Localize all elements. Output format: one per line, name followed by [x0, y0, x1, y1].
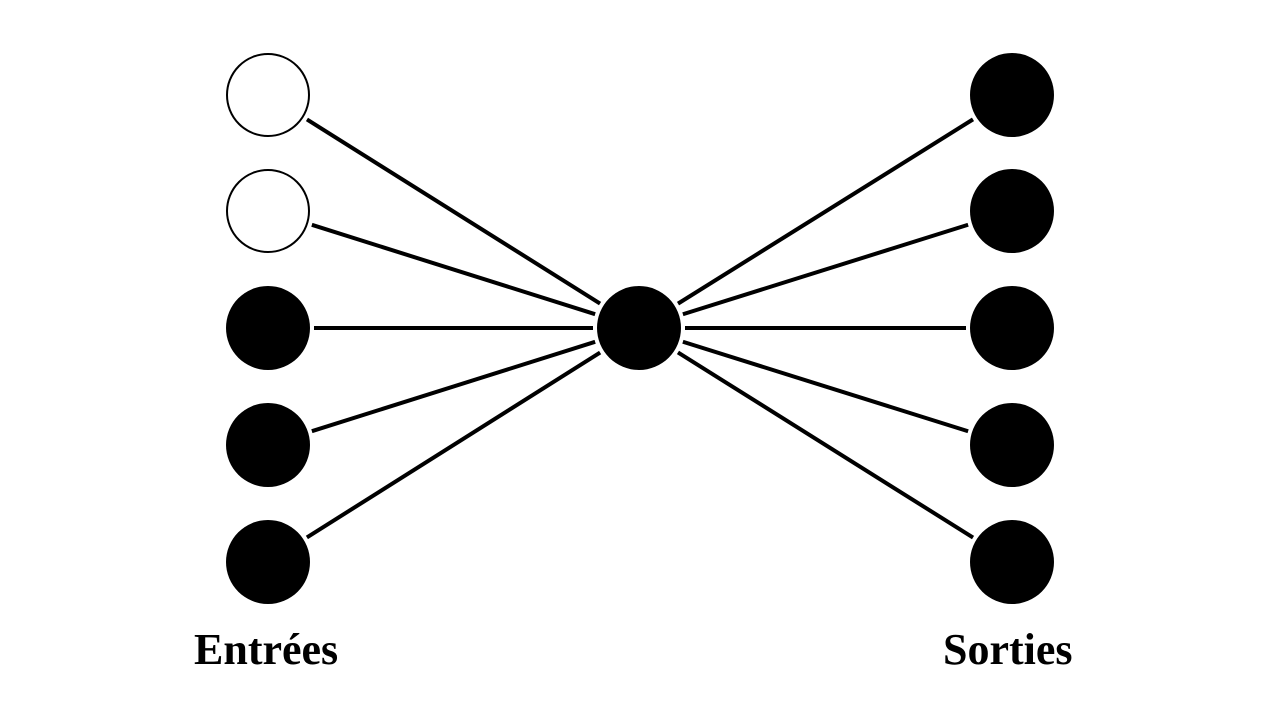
- edge-input-2-to-hidden: [311, 222, 596, 317]
- input-4-node: [226, 403, 310, 487]
- edge-hidden-to-output-4: [682, 339, 969, 434]
- inputs-label: Entrées: [194, 625, 339, 674]
- connection-lines: [305, 117, 975, 540]
- outputs-label: Sorties: [943, 625, 1073, 674]
- edge-input-4-to-hidden: [311, 339, 596, 434]
- hidden-1-node: [597, 286, 681, 370]
- input-5-node: [226, 520, 310, 604]
- output-3-node: [970, 286, 1054, 370]
- output-5-node: [970, 520, 1054, 604]
- edge-hidden-to-output-1: [676, 117, 975, 306]
- edge-hidden-to-output-2: [682, 222, 969, 317]
- input-1-node: [226, 53, 310, 137]
- network-nodes: [226, 53, 1054, 604]
- output-2-node: [970, 169, 1054, 253]
- output-4-node: [970, 403, 1054, 487]
- input-3-node: [226, 286, 310, 370]
- input-2-node: [226, 169, 310, 253]
- edge-input-1-to-hidden: [305, 117, 602, 306]
- output-1-node: [970, 53, 1054, 137]
- edge-input-5-to-hidden: [305, 350, 602, 540]
- edge-hidden-to-output-5: [676, 350, 975, 540]
